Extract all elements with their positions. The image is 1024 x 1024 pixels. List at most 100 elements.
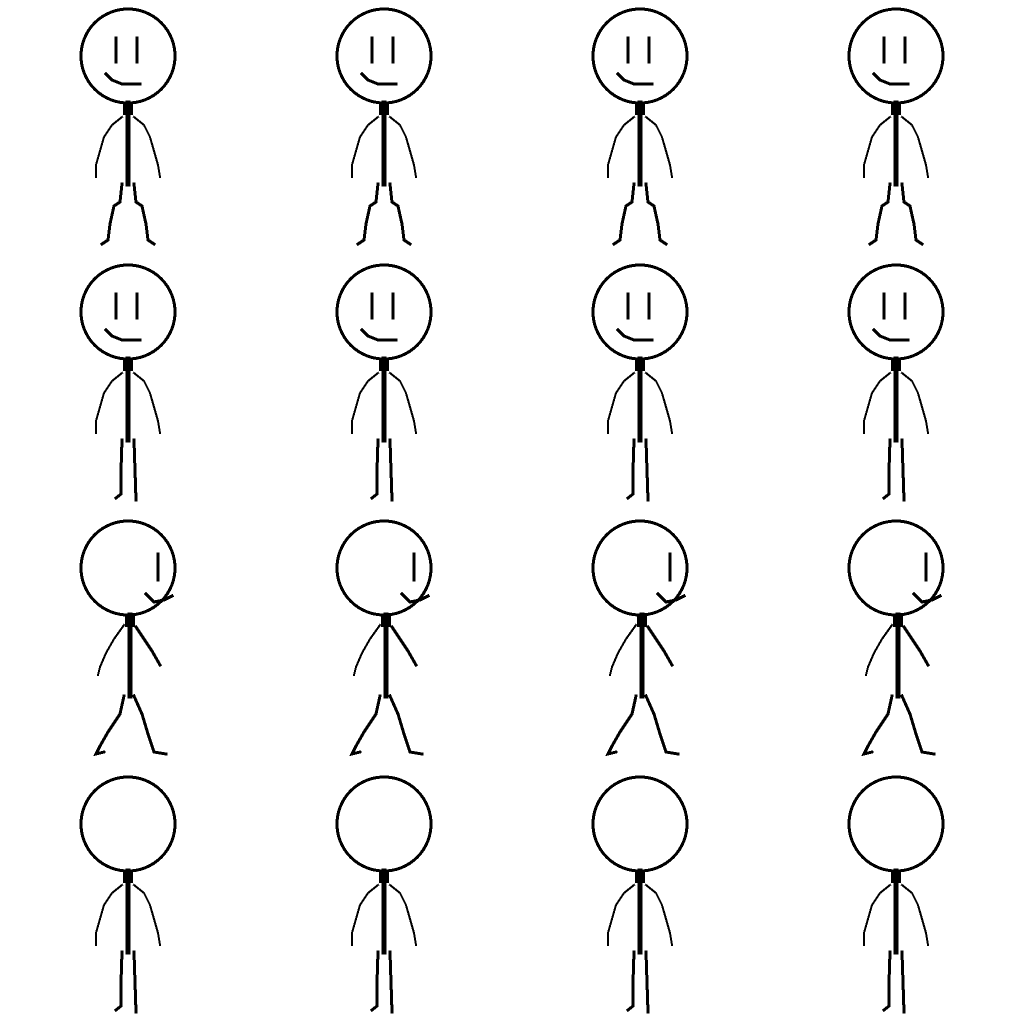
mouth	[871, 71, 910, 86]
neck-knot	[891, 871, 901, 883]
sprite-frame	[847, 775, 945, 1014]
head	[335, 7, 433, 105]
right-arm	[132, 883, 162, 947]
right-arm	[900, 115, 930, 179]
sprite-frame	[591, 775, 689, 1014]
neck-knot	[635, 103, 645, 115]
neck-knot	[379, 103, 389, 115]
right-arm	[132, 371, 162, 435]
left-arm	[351, 371, 380, 434]
right-arm	[644, 115, 674, 179]
left-arm	[96, 623, 126, 677]
sprite-frame	[847, 7, 945, 247]
left-arm	[95, 883, 124, 946]
left-arm	[863, 883, 892, 946]
right-leg	[900, 182, 925, 247]
left-leg	[625, 438, 636, 501]
left-arm	[351, 115, 380, 178]
right-leg	[388, 950, 394, 1014]
neck-knot	[123, 103, 133, 115]
sprite-frame	[335, 7, 433, 247]
left-leg	[369, 950, 380, 1013]
sprite-frame	[335, 519, 433, 757]
left-leg	[99, 182, 124, 247]
left-arm	[351, 883, 380, 946]
front-leg	[388, 694, 424, 756]
sprite-frame	[79, 519, 177, 757]
sprite-frame	[847, 519, 945, 757]
front-leg	[900, 694, 936, 756]
sprite-frame	[335, 263, 433, 502]
head	[335, 775, 433, 873]
left-leg	[369, 438, 380, 501]
neck-knot	[379, 871, 389, 883]
mouth	[103, 327, 142, 342]
neck-knot	[637, 615, 647, 627]
left-leg	[355, 182, 380, 247]
right-arm	[133, 624, 163, 668]
mouth	[143, 591, 175, 604]
head	[79, 7, 177, 105]
left-arm	[95, 115, 124, 178]
left-leg	[867, 182, 892, 247]
right-leg	[132, 438, 138, 502]
left-arm	[607, 115, 636, 178]
back-leg	[349, 694, 382, 757]
back-leg	[93, 694, 126, 757]
right-arm	[900, 371, 930, 435]
back-leg	[861, 694, 894, 757]
mouth	[359, 71, 398, 86]
sprite-row-walk-right	[79, 519, 945, 757]
right-leg	[132, 182, 157, 247]
sprite-frame	[79, 263, 177, 502]
right-arm	[388, 883, 418, 947]
mouth	[103, 71, 142, 86]
left-leg	[881, 438, 892, 501]
sprite-frame	[591, 263, 689, 502]
mouth	[399, 591, 431, 604]
right-arm	[900, 883, 930, 947]
sprite-frame	[591, 519, 689, 757]
left-arm	[95, 371, 124, 434]
neck-knot	[891, 103, 901, 115]
neck-knot	[635, 871, 645, 883]
sprite-frame	[847, 263, 945, 502]
neck-knot	[123, 359, 133, 371]
left-leg	[113, 950, 124, 1013]
mouth	[871, 327, 910, 342]
sprite-row-idle-back	[79, 775, 945, 1014]
sprite-frame	[79, 775, 177, 1014]
right-leg	[644, 950, 650, 1014]
neck-knot	[123, 871, 133, 883]
front-leg	[132, 694, 168, 756]
head	[79, 263, 177, 361]
right-arm	[644, 883, 674, 947]
right-leg	[644, 182, 669, 247]
right-arm	[901, 624, 931, 668]
sprite-row-idle-front-breathe	[79, 263, 945, 502]
sprite-frame	[79, 7, 177, 247]
mouth	[911, 591, 943, 604]
left-leg	[113, 438, 124, 501]
head	[847, 263, 945, 361]
mouth	[615, 71, 654, 86]
right-arm	[389, 624, 419, 668]
left-arm	[864, 623, 894, 677]
right-leg	[644, 438, 650, 502]
right-leg	[132, 950, 138, 1014]
head	[335, 263, 433, 361]
left-arm	[607, 883, 636, 946]
left-leg	[881, 950, 892, 1013]
sprite-frame	[335, 775, 433, 1014]
head	[591, 263, 689, 361]
neck-knot	[125, 615, 135, 627]
neck-knot	[893, 615, 903, 627]
right-arm	[645, 624, 675, 668]
head	[847, 7, 945, 105]
right-leg	[388, 438, 394, 502]
right-arm	[644, 371, 674, 435]
head	[79, 775, 177, 873]
right-leg	[900, 950, 906, 1014]
right-arm	[132, 115, 162, 179]
neck-knot	[379, 359, 389, 371]
